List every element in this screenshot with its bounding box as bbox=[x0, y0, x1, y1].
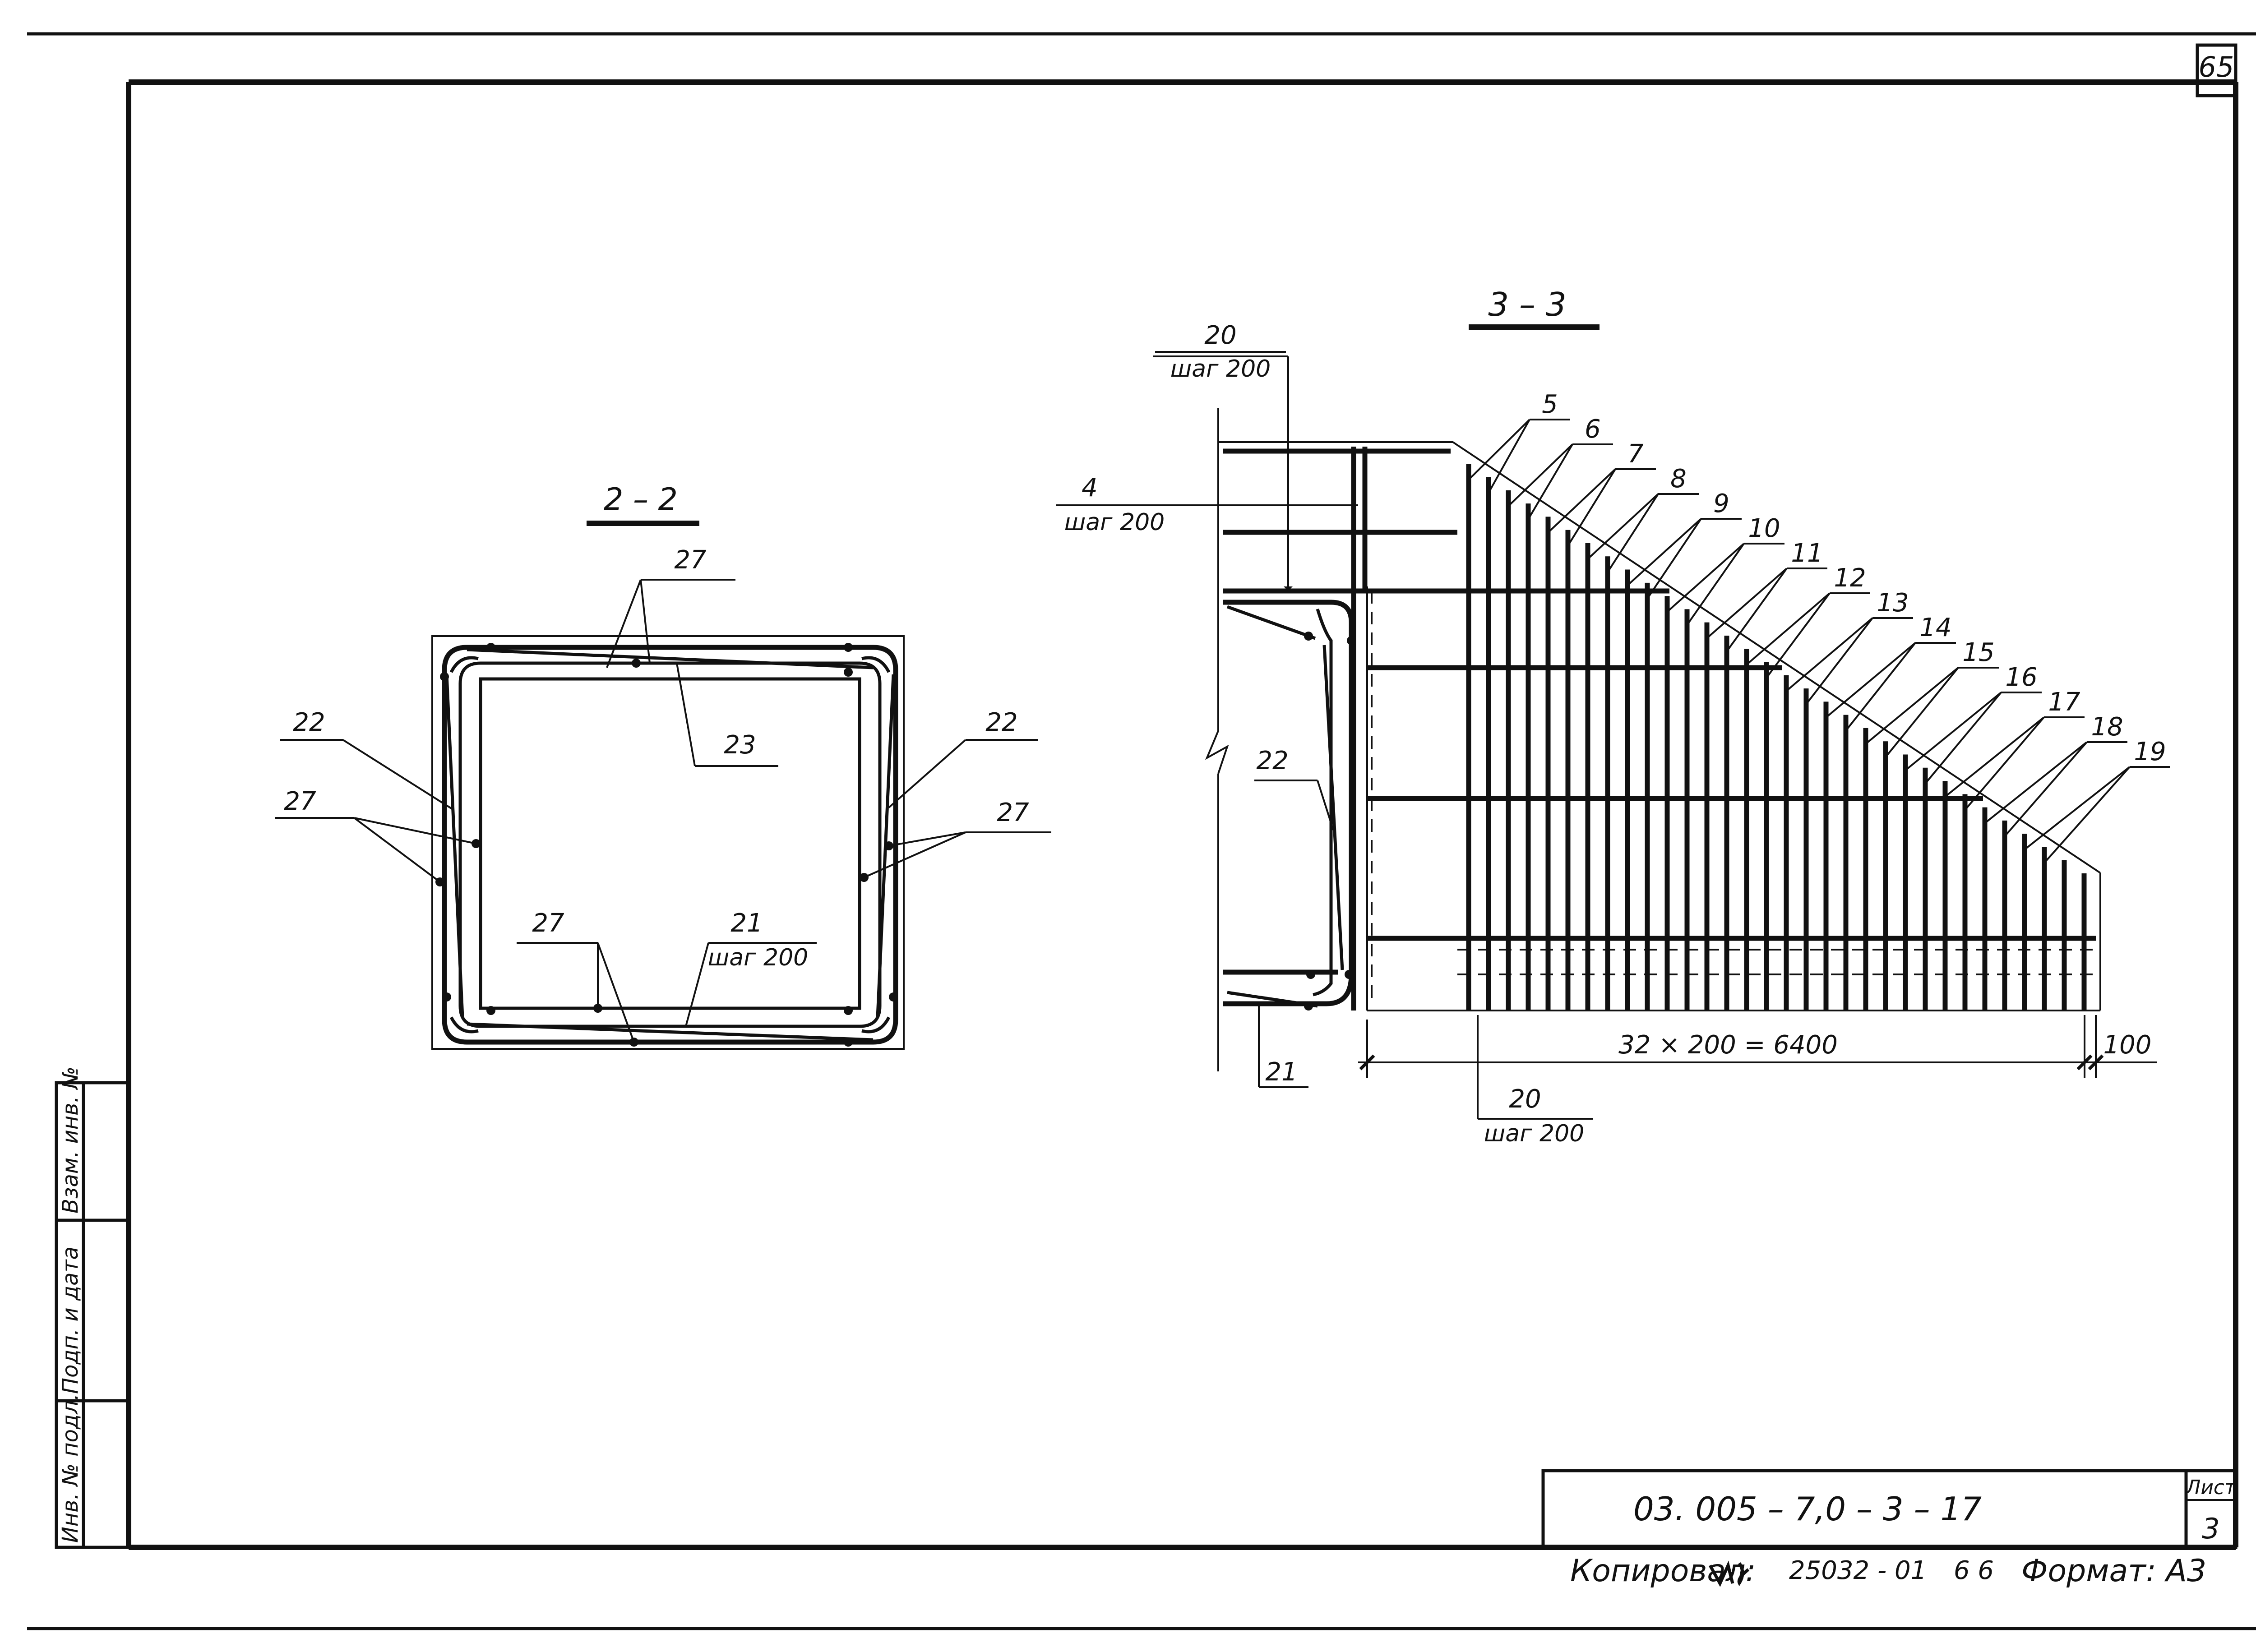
section-3-3-dimension: 32 × 200 = 6400 100 bbox=[1358, 1015, 2157, 1078]
mark-21: 21 bbox=[1265, 1057, 1297, 1087]
mark-leader-arrow bbox=[1646, 518, 1702, 599]
mark-27-right: 27 bbox=[997, 798, 1029, 827]
bar-mark-label: 9 bbox=[1713, 489, 1729, 518]
section-3-3: 3 – 3 bbox=[1056, 286, 2170, 1147]
mark-leader-arrow bbox=[1865, 667, 1959, 745]
bar-mark-label: 7 bbox=[1627, 439, 1644, 469]
mark-22-left: 22 bbox=[293, 708, 325, 737]
mark-leader-arrow bbox=[1825, 642, 1916, 718]
copier-signature bbox=[1708, 1560, 1750, 1587]
mark-leader-arrow bbox=[1507, 443, 1573, 507]
section-3-3-hoop bbox=[1223, 447, 1368, 1011]
mark-leader-arrow bbox=[1944, 716, 2045, 798]
corner-sheet-number-box: 65 bbox=[2196, 43, 2238, 97]
mark-leader-arrow bbox=[1547, 468, 1616, 533]
mark-leader-arrow bbox=[1885, 667, 1959, 758]
copy-sub-number: 6 6 bbox=[1954, 1556, 1994, 1585]
mark-20-top-step: шаг 200 bbox=[1170, 355, 1271, 383]
mark-leader-arrow bbox=[2004, 741, 2088, 837]
sheet-format: Формат: А3 bbox=[2021, 1553, 2206, 1589]
mark-leader-arrow bbox=[1766, 592, 1831, 678]
section-3-3-dashed-bars bbox=[1457, 949, 2096, 975]
mark-leader-arrow bbox=[1706, 568, 1788, 639]
side-stamp-sign-date: Подп. и дата bbox=[58, 1246, 83, 1394]
sheet-number: 3 bbox=[2202, 1512, 2219, 1545]
copy-reference: 25032 - 01 bbox=[1789, 1556, 1927, 1585]
mark-leader-arrow bbox=[1984, 741, 2088, 824]
bar-mark-label: 5 bbox=[1542, 390, 1558, 419]
bar-mark-label: 8 bbox=[1670, 464, 1687, 494]
bar-mark-label: 10 bbox=[1748, 514, 1780, 543]
section-2-2-bottom-tie bbox=[467, 1022, 874, 1042]
title-block: 03. 005 – 7,0 – 3 – 17 Лист 3 bbox=[1541, 1469, 2238, 1549]
mark-leader-arrow bbox=[1527, 443, 1573, 520]
section-2-2-inner-hoop bbox=[458, 661, 882, 1028]
mark-leader-arrow bbox=[1627, 518, 1702, 586]
footer: Копировал: 25032 - 01 6 6 Формат: А3 bbox=[1570, 1553, 2206, 1589]
section-2-2-bar-dots bbox=[435, 643, 898, 1047]
section-2-2-left-tie bbox=[445, 674, 464, 1018]
bar-mark-label: 14 bbox=[1919, 613, 1951, 642]
mark-leader-arrow bbox=[1746, 592, 1831, 665]
mark-20-top: 20 bbox=[1204, 321, 1236, 350]
mark-leader-arrow bbox=[1567, 468, 1616, 546]
section-2-2-title: 2 – 2 bbox=[604, 482, 678, 517]
section-3-3-vertical-bars bbox=[1466, 464, 2087, 1011]
mark-27-top: 27 bbox=[674, 545, 707, 575]
mark-leader-arrow bbox=[2043, 766, 2131, 863]
drawing-code: 03. 005 – 7,0 – 3 – 17 bbox=[1633, 1490, 1982, 1528]
mark-22-right: 22 bbox=[985, 708, 1017, 737]
corner-sheet-number: 65 bbox=[2199, 51, 2234, 83]
section-2-2-top-tie bbox=[467, 648, 874, 669]
mark-leader-arrow bbox=[1964, 716, 2045, 811]
section-2-2: 2 – 2 bbox=[275, 482, 1051, 1050]
dim-main: 32 × 200 = 6400 bbox=[1618, 1030, 1838, 1060]
side-stamp-replace-inv: Взам. инв. № bbox=[58, 1066, 83, 1214]
mark-leader-arrow bbox=[1845, 642, 1916, 731]
sheet-label: Лист bbox=[2185, 1476, 2237, 1499]
section-2-2-leaders bbox=[275, 579, 1051, 1043]
mark-leader-arrow bbox=[1924, 692, 2002, 784]
bar-mark-label: 6 bbox=[1585, 415, 1601, 444]
section-3-3-mark-leaders bbox=[1468, 419, 2170, 863]
mark-21: 21 bbox=[730, 909, 763, 938]
mark-21-step: шаг 200 bbox=[708, 944, 809, 971]
side-stamp: Инв. № подл. Подп. и дата Взам. инв. № bbox=[55, 1066, 130, 1549]
mark-23: 23 bbox=[724, 730, 756, 760]
mark-leader-arrow bbox=[1607, 493, 1659, 573]
mark-4: 4 bbox=[1082, 473, 1098, 503]
dim-end: 100 bbox=[2103, 1030, 2152, 1060]
bar-mark-label: 15 bbox=[1962, 638, 1994, 667]
section-2-2-outer-hoop bbox=[442, 645, 898, 1045]
mark-leader-arrow bbox=[1726, 568, 1788, 652]
mark-22: 22 bbox=[1256, 746, 1288, 775]
mark-leader-arrow bbox=[1905, 692, 2002, 771]
mark-20-bottom-step: шаг 200 bbox=[1484, 1120, 1585, 1147]
mark-leader-arrow bbox=[1468, 419, 1530, 480]
side-stamp-inv-no: Инв. № подл. bbox=[58, 1394, 83, 1543]
mark-leader-arrow bbox=[1587, 493, 1659, 560]
bar-mark-label: 11 bbox=[1791, 539, 1823, 568]
mark-leader-arrow bbox=[1686, 543, 1745, 626]
mark-leader-arrow bbox=[1785, 617, 1873, 692]
mark-leader-arrow bbox=[1805, 617, 1873, 705]
bar-mark-label: 19 bbox=[2134, 737, 2166, 766]
section-2-2-outline bbox=[431, 635, 905, 1050]
mark-27-bottom: 27 bbox=[532, 909, 564, 938]
section-3-3-title: 3 – 3 bbox=[1488, 286, 1566, 323]
mark-leader-arrow bbox=[1488, 419, 1530, 494]
bar-mark-label: 12 bbox=[1834, 563, 1866, 593]
bar-mark-label: 17 bbox=[2048, 688, 2080, 717]
mark-20-bottom: 20 bbox=[1509, 1084, 1541, 1114]
mark-27-left: 27 bbox=[284, 787, 316, 816]
mark-leader-arrow bbox=[2024, 766, 2131, 850]
bar-mark-label: 16 bbox=[2005, 663, 2037, 692]
mark-leader-arrow bbox=[1666, 543, 1745, 613]
bar-mark-label: 18 bbox=[2091, 712, 2123, 742]
bar-mark-label: 13 bbox=[1877, 588, 1909, 618]
mark-4-step: шаг 200 bbox=[1064, 509, 1165, 536]
